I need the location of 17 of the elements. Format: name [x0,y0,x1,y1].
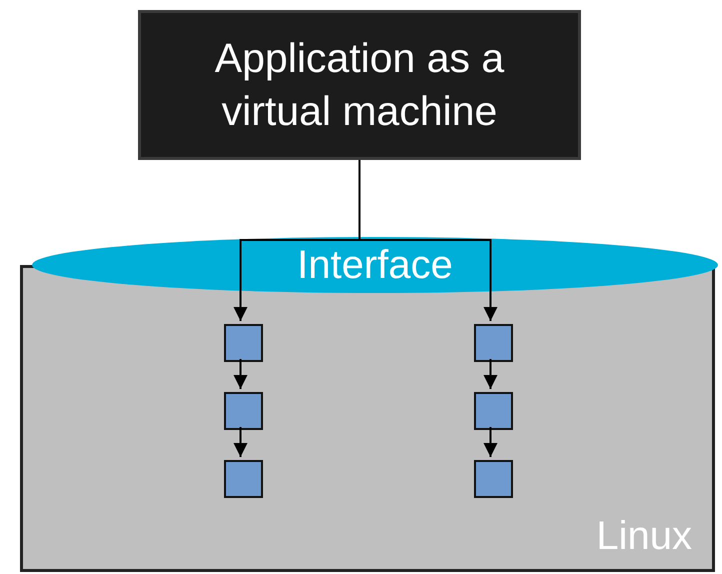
process-block [224,392,263,430]
arrow [484,359,498,389]
container-label: Linux [596,514,692,559]
process-box [138,10,581,160]
arrow [234,427,248,457]
process-block [224,460,263,498]
process-block [474,460,513,498]
arrow [234,359,248,389]
arrow [234,239,361,321]
process-block [474,392,513,430]
arrow [484,427,498,457]
interface-ellipse [32,237,718,293]
interface-label: Interface [297,242,453,288]
process-block [224,324,263,362]
box-title: Application as a virtual machine [214,34,506,136]
process-block [474,324,513,362]
arrow [359,239,498,321]
